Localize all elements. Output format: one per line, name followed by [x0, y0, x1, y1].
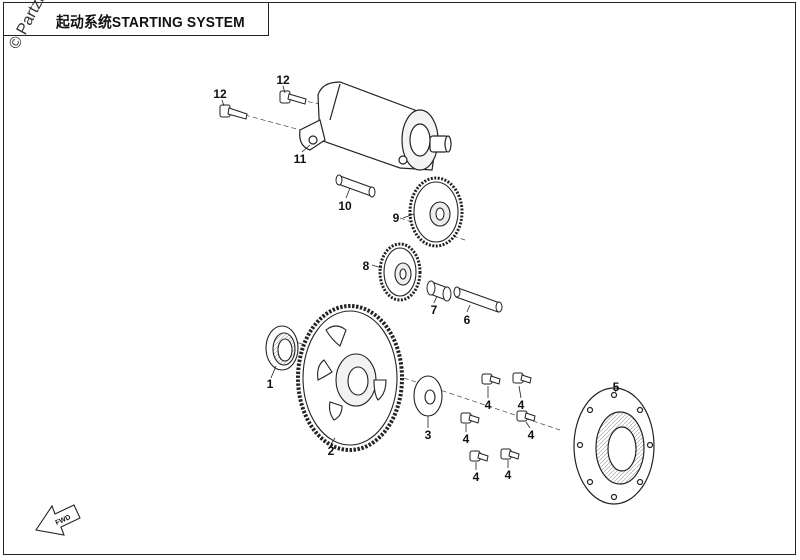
callout-8: 8: [363, 259, 370, 273]
callout-12-left: 12: [213, 87, 227, 101]
shaft-6: [453, 286, 503, 313]
washer-3: [413, 375, 443, 417]
callout-12-top: 12: [276, 73, 290, 87]
callout-11: 11: [294, 152, 307, 166]
bolt-4d: [460, 412, 480, 424]
page-title: 起动系统STARTING SYSTEM: [56, 14, 245, 31]
callout-4c: 4: [528, 428, 535, 442]
callouts: 12 12 11 10 9 8 7 6 1 2 3 4 4 4 4 4 4 5: [213, 73, 619, 484]
gear-9: [408, 176, 464, 248]
callout-10: 10: [338, 199, 352, 213]
bolt-4f: [500, 448, 520, 460]
bolt-4a: [481, 373, 501, 385]
seal-1: [265, 325, 299, 371]
bolt-4e: [469, 450, 489, 462]
bushing-7: [426, 280, 452, 302]
diagram-frame: [3, 2, 796, 555]
bolt-4c: [516, 410, 536, 422]
pin-10: [335, 174, 376, 198]
clutch-5: [573, 387, 655, 505]
bolt-12-left: [219, 104, 248, 120]
callout-1: 1: [267, 377, 274, 391]
bolts-4: [460, 372, 536, 462]
gear-8: [378, 242, 422, 302]
callout-7: 7: [431, 303, 438, 317]
callout-9: 9: [393, 211, 400, 225]
bolt-12-top: [279, 90, 307, 105]
callout-5: 5: [613, 380, 620, 394]
bolt-4b: [512, 372, 532, 384]
callout-4b: 4: [518, 398, 525, 412]
callout-4d: 4: [463, 432, 470, 446]
callout-2: 2: [328, 444, 335, 458]
callout-4f: 4: [505, 468, 512, 482]
leader-lines: [221, 85, 617, 470]
starter-motor: [299, 81, 452, 171]
callout-4e: 4: [473, 470, 480, 484]
callout-4a: 4: [485, 398, 492, 412]
gear-2: [296, 304, 404, 452]
fwd-arrow-icon: FWD: [35, 504, 81, 536]
callout-6: 6: [464, 313, 471, 327]
callout-3: 3: [425, 428, 432, 442]
title-box: 起动系统STARTING SYSTEM: [3, 2, 269, 36]
